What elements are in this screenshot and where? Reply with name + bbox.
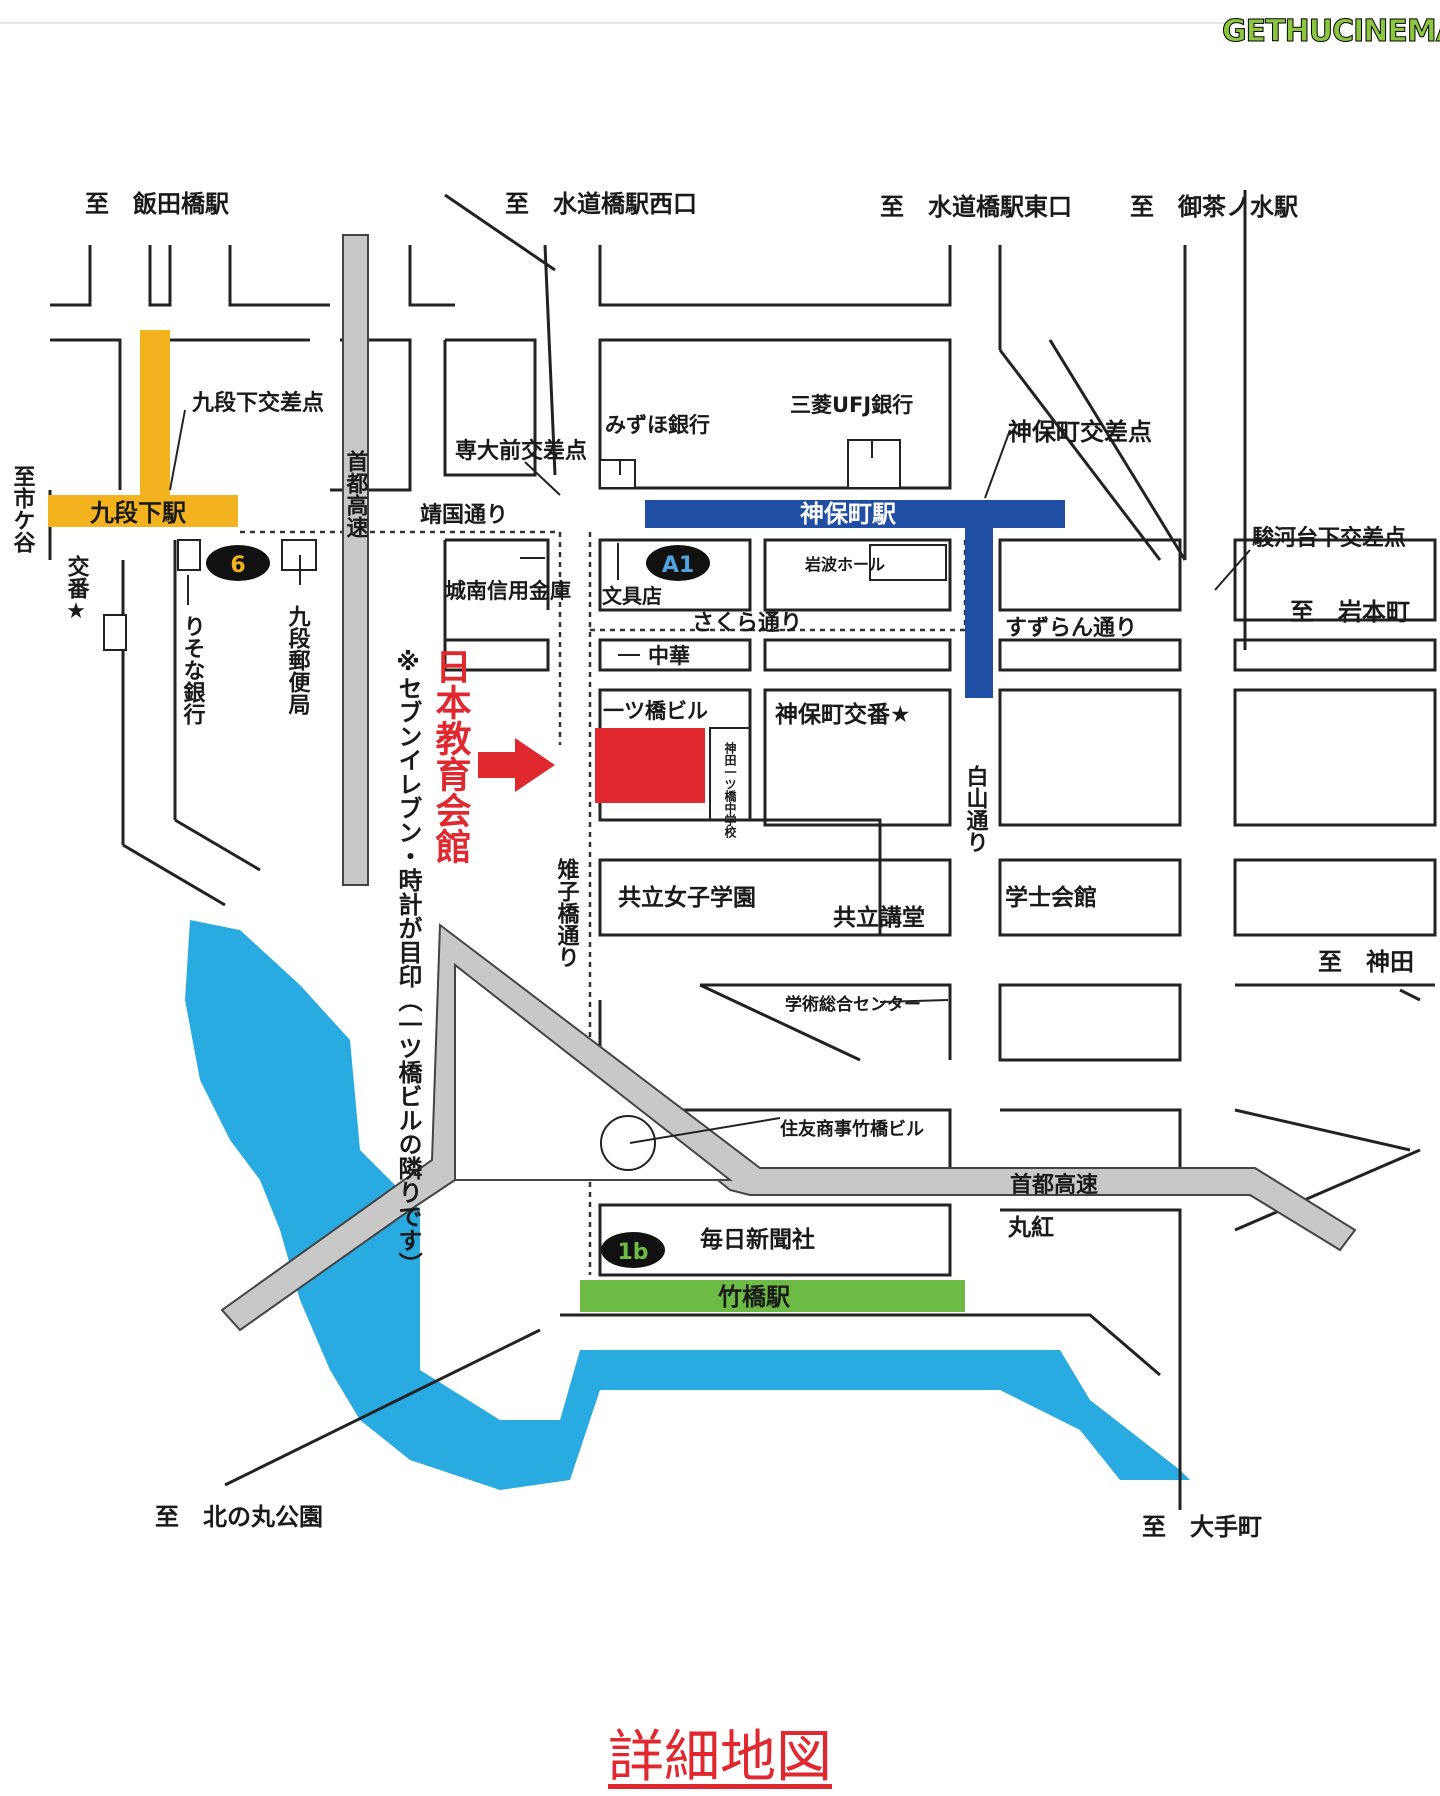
destination-note: ※セブンイレブン・時計が目印（一ツ橋ビルの隣りです） [394, 648, 422, 1276]
place-chuka: 中華 [648, 644, 690, 668]
exit-a1-label: A1 [662, 553, 694, 578]
station-takebashi: 竹橋駅 [717, 1283, 790, 1311]
place-kudan-post: 九段郵便局 [285, 605, 312, 715]
mufg-box [847, 439, 901, 489]
destination-arrow [478, 738, 555, 792]
pointer-arrows [169, 409, 1251, 1144]
street-kijibashi: 雉子橋通り [554, 857, 580, 968]
dir-otemachi: 至 大手町 [1142, 1513, 1262, 1541]
logo-part1: GETHU [1221, 13, 1333, 49]
dir-ichigaya: 至市ケ谷 [10, 465, 36, 553]
station-jimbocho: 神保町駅 [800, 500, 896, 528]
place-gakujutsu: 学術総合センター [785, 994, 921, 1015]
exit-1b-label: 1b [617, 1240, 648, 1265]
int-surugadaishita: 駿河台下交差点 [1252, 525, 1406, 551]
place-mizuho: みずほ銀行 [605, 413, 710, 437]
place-koban-west: 交番★ [64, 554, 91, 624]
top-divider [0, 22, 1230, 24]
street-yasukuni: 靖国通り [420, 502, 508, 528]
iwanami-box [869, 544, 947, 581]
resona-box [177, 539, 201, 571]
place-sumitomo: 住友商事竹橋ビル [780, 1118, 924, 1140]
hanzomon-line-vertical [140, 330, 170, 495]
dir-kanda: 至 神田 [1318, 948, 1414, 976]
street-sakura: さくら通り [692, 611, 802, 636]
expressway-horizontal-label: 首都高速 [1010, 1172, 1098, 1198]
gethu-cinema-logo: GETHUCINEMA [1221, 6, 1440, 56]
place-stationery: 文具店 [602, 584, 662, 608]
koban-box [103, 614, 127, 651]
place-hitotsubashi-bldg: 一ツ橋ビル [603, 699, 708, 723]
place-mainichi: 毎日新聞社 [700, 1226, 815, 1253]
street-blocks [48, 190, 1437, 1510]
sumitomo-circle [600, 1115, 656, 1171]
detail-map-caption: 詳細地図 [608, 1725, 832, 1790]
dir-suidobashi-west: 至 水道橋駅西口 [505, 190, 697, 218]
place-iwanami: 岩波ホール [804, 555, 885, 574]
access-map: 6 A1 A6 1b 至 飯田橋駅 至 水道橋駅西口 至 水道橋駅東口 至 御茶… [10, 190, 1437, 1541]
place-gakushi-kaikan: 学士会館 [1005, 884, 1097, 911]
destination-building [595, 728, 705, 803]
dir-iwamotocho: 至 岩本町 [1290, 598, 1410, 626]
expressway-vertical-label: 首都高速 [343, 449, 370, 538]
dir-ochanomizu: 至 御茶ノ水駅 [1130, 193, 1298, 221]
kudanshita-station-bar [48, 495, 238, 527]
logo-part2: CINEMA [1332, 13, 1440, 49]
int-kudanshita: 九段下交差点 [191, 390, 324, 416]
int-jimbocho: 神保町交差点 [1008, 418, 1152, 446]
street-hakusan: 白山通り [963, 764, 989, 853]
place-johnan: 城南信用金庫 [445, 579, 571, 603]
dir-kitanomaru: 至 北の丸公園 [155, 1503, 323, 1531]
destination-name: 日本教育会館 [430, 648, 472, 864]
dir-iidabashi: 至 飯田橋駅 [85, 190, 229, 218]
takebashi-station-bar [580, 1280, 965, 1312]
int-sendaimae: 専大前交差点 [455, 438, 587, 464]
place-kyoritsu-kodo: 共立講堂 [833, 904, 925, 931]
exit-6-label: 6 [230, 553, 245, 578]
dir-suidobashi-east: 至 水道橋駅東口 [880, 193, 1072, 221]
place-marubeni: 丸紅 [1007, 1214, 1054, 1241]
station-kudanshita: 九段下駅 [89, 499, 186, 527]
expressway [220, 234, 1357, 1332]
place-mufg: 三菱UFJ銀行 [790, 393, 913, 417]
mizuho-box [599, 459, 636, 489]
mita-line-vertical [965, 500, 993, 698]
school-outline [709, 727, 751, 821]
place-kyoritsu-gakuen: 共立女子学園 [618, 884, 756, 911]
place-resona: りそな銀行 [180, 615, 207, 726]
jimbocho-station-bar [645, 500, 1065, 528]
place-kanda-jhs: 神田一ツ橋中学校 [723, 741, 737, 839]
place-jimbocho-koban: 神保町交番★ [775, 701, 911, 728]
street-suzuran: すずらん通り [1005, 616, 1137, 641]
